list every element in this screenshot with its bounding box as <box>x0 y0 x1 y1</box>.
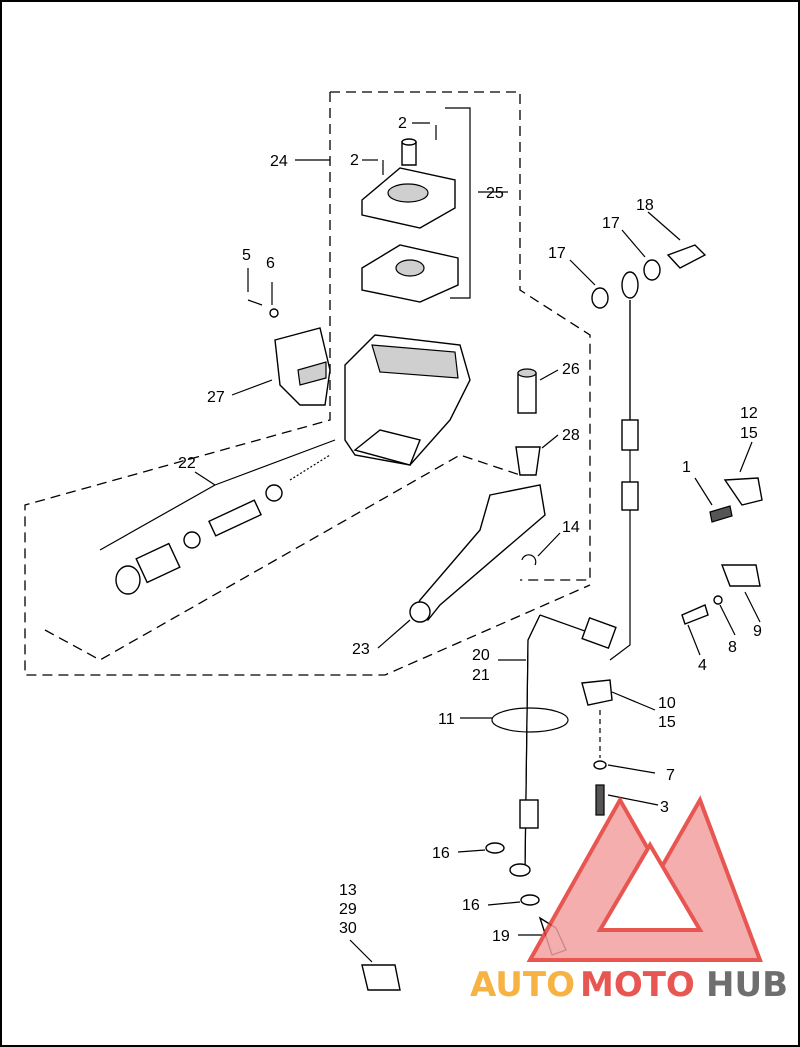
assembly-inner-outline <box>44 454 521 661</box>
clamp-12 <box>723 477 763 506</box>
label-21: 21 <box>472 667 490 684</box>
label-22: 22 <box>178 455 196 472</box>
screw-3 <box>595 784 605 816</box>
brake-line <box>509 271 639 877</box>
pivot-pin-head <box>517 368 537 378</box>
cable-strap <box>491 707 569 733</box>
label-10: 10 <box>658 695 676 712</box>
screw-4 <box>681 604 709 625</box>
label-24: 24 <box>270 153 288 170</box>
label-16-lower: 16 <box>462 897 480 914</box>
leader-lines <box>99 122 761 963</box>
washer-17-right <box>643 259 661 281</box>
clamp-13 <box>361 964 401 991</box>
washer-16-upper <box>485 842 505 854</box>
label-9: 9 <box>753 623 762 640</box>
reservoir-cover-group <box>361 107 471 303</box>
washer-8 <box>713 595 723 605</box>
screw-1 <box>709 505 733 523</box>
label-2-second: 2 <box>350 152 359 169</box>
label-6: 6 <box>266 255 275 272</box>
label-28: 28 <box>562 427 580 444</box>
label-26: 26 <box>562 361 580 378</box>
brake-lever <box>410 484 546 621</box>
lever-ball <box>409 601 431 623</box>
automotohub-watermark: AUTO MOTO HUB <box>470 795 788 1005</box>
master-cylinder-body <box>344 334 471 466</box>
banjo-bolt <box>666 244 707 269</box>
watermark-hub: HUB <box>706 965 788 1005</box>
washer-17-left <box>591 287 609 309</box>
piston-kit <box>115 454 331 595</box>
label-3: 3 <box>660 799 669 816</box>
label-27: 27 <box>207 389 225 406</box>
label-12: 12 <box>740 405 758 422</box>
label-8: 8 <box>728 639 737 656</box>
clamp-9 <box>720 564 761 587</box>
label-19: 19 <box>492 928 510 945</box>
clamp-insert <box>297 361 327 386</box>
label-13: 13 <box>339 882 357 899</box>
label-17-right: 17 <box>602 215 620 232</box>
label-29: 29 <box>339 901 357 918</box>
pivot-pin <box>517 372 537 414</box>
label-16-upper: 16 <box>432 845 450 862</box>
label-7: 7 <box>666 767 675 784</box>
washer-16-lower <box>520 894 540 906</box>
label-1: 1 <box>682 459 691 476</box>
callout-labels: 2 2 24 25 5 6 27 22 26 28 14 23 17 17 18… <box>178 115 762 945</box>
assembly-24-outline <box>330 91 591 581</box>
watermark-moto: MOTO <box>580 965 695 1005</box>
label-30: 30 <box>339 920 357 937</box>
label-23: 23 <box>352 641 370 658</box>
handlebar-clamp <box>274 327 331 406</box>
label-2-top: 2 <box>398 115 407 132</box>
label-15-lower: 15 <box>658 714 676 731</box>
label-20: 20 <box>472 647 490 664</box>
bushing <box>515 446 541 476</box>
assembly-22-outline <box>24 92 591 676</box>
label-25: 25 <box>486 185 504 202</box>
washer-7 <box>593 760 607 770</box>
retaining-ring <box>521 554 537 566</box>
label-11: 11 <box>438 711 455 728</box>
label-18: 18 <box>636 197 654 214</box>
label-14: 14 <box>562 519 580 536</box>
label-4: 4 <box>698 657 707 674</box>
washer-6 <box>269 308 279 318</box>
label-17-left: 17 <box>548 245 566 262</box>
label-5: 5 <box>242 247 251 264</box>
label-15-upper: 15 <box>740 425 758 442</box>
screw-5 <box>247 299 263 306</box>
watermark-auto: AUTO <box>470 965 575 1005</box>
clamp-10 <box>581 679 613 706</box>
